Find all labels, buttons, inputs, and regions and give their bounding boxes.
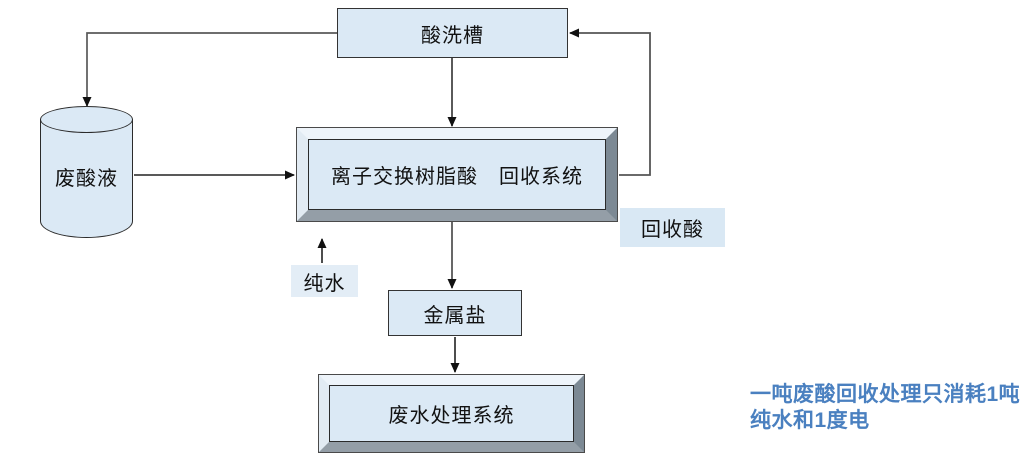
node-metal-salt-label: 金属盐	[423, 304, 487, 327]
node-metal-salt: 金属盐	[388, 290, 522, 336]
node-wastewater-system-label: 废水处理系统	[329, 385, 574, 442]
bevel-frame	[297, 128, 617, 221]
bevel-frame	[319, 375, 584, 452]
label-recovered-acid-text: 回收酸	[641, 219, 704, 241]
arrow-ion-system-to-tank-recycle	[569, 28, 651, 176]
node-waste-acid-label: 废酸液	[55, 168, 118, 190]
cylinder-top-ellipse	[40, 106, 133, 133]
label-pure-water-text: 纯水	[303, 272, 346, 295]
node-ion-exchange-system: 离子交换树脂酸 回收系统	[296, 127, 618, 222]
node-waste-acid-cylinder: 废酸液	[40, 106, 133, 238]
label-pure-water: 纯水	[291, 265, 358, 297]
arrow-tank-to-waste-acid	[82, 32, 337, 107]
node-ion-exchange-system-label: 离子交换树脂酸 回收系统	[308, 139, 606, 210]
node-wastewater-system: 废水处理系统	[318, 374, 585, 453]
node-acid-wash-tank: 酸洗槽	[337, 8, 568, 58]
node-acid-wash-tank-label: 酸洗槽	[421, 24, 484, 47]
cylinder-body	[40, 119, 133, 238]
label-recovered-acid: 回收酸	[620, 208, 725, 247]
annotation-consumption-note: 一吨废酸回收处理只消耗1吨 纯水和1度电	[750, 383, 1021, 433]
